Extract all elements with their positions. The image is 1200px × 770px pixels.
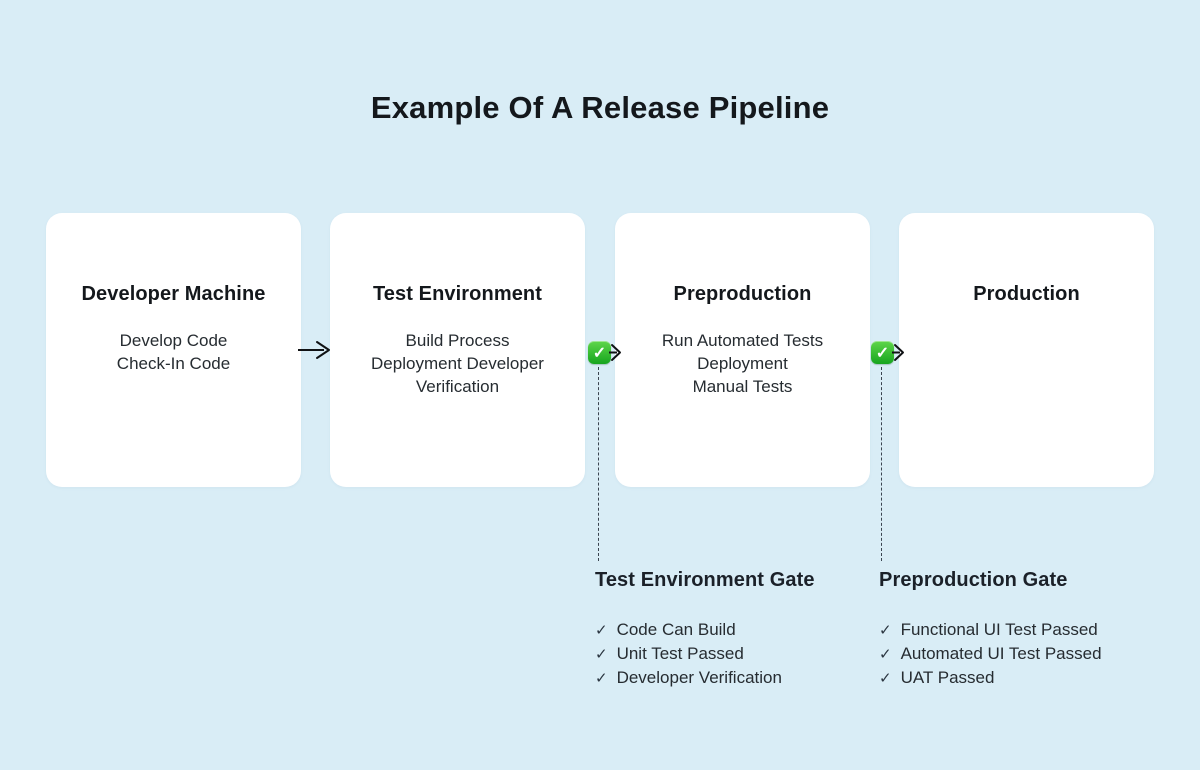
arrow-right-icon [892, 344, 904, 361]
gate-passed-badge-icon: ✓ [871, 341, 894, 364]
stage-card-production: Production [899, 213, 1154, 487]
stage-task: Deployment Developer [371, 354, 544, 373]
stage-task: Verification [415, 377, 500, 396]
gate-checklist-item: ✓ Unit Test Passed [595, 642, 815, 666]
checkmark-icon: ✓ [879, 622, 892, 639]
gate-item-label: Automated UI Test Passed [900, 644, 1102, 663]
arrow-right-icon [609, 344, 621, 361]
gate-checklist-item: ✓ Automated UI Test Passed [879, 642, 1102, 666]
gate-passed-badge-icon: ✓ [588, 341, 611, 364]
stage-task: Build Process [405, 331, 510, 350]
gate-title: Test Environment Gate [595, 569, 815, 591]
stage-task: Develop Code [119, 331, 228, 350]
gate-section-test-environment: Test Environment Gate ✓ Code Can Build ✓… [595, 568, 815, 690]
gate-connector-line [881, 367, 882, 561]
stage-task: Manual Tests [692, 377, 793, 396]
checkmark-icon: ✓ [595, 646, 608, 663]
checkmark-icon: ✓ [595, 622, 608, 639]
gate-checklist-item: ✓ Developer Verification [595, 666, 815, 690]
arrow-right-icon [298, 341, 330, 359]
checkmark-icon: ✓ [879, 670, 892, 687]
stage-task: Run Automated Tests [661, 331, 824, 350]
badge-check-glyph: ✓ [592, 344, 607, 362]
stage-title: Test Environment [372, 283, 543, 305]
gate-item-label: Functional UI Test Passed [900, 620, 1098, 639]
gate-item-label: UAT Passed [900, 668, 995, 687]
gate-checklist-item: ✓ Functional UI Test Passed [879, 618, 1102, 642]
badge-check-glyph: ✓ [875, 344, 890, 362]
page-title: Example Of A Release Pipeline [370, 90, 830, 125]
checkmark-icon: ✓ [879, 646, 892, 663]
stage-task: Deployment [697, 354, 788, 373]
gate-item-label: Code Can Build [616, 620, 736, 639]
gate-checklist-item: ✓ UAT Passed [879, 666, 1102, 690]
stage-title: Preproduction [673, 283, 812, 305]
gate-checklist: ✓ Code Can Build ✓ Unit Test Passed ✓ De… [595, 618, 815, 690]
checkmark-icon: ✓ [595, 670, 608, 687]
gate-checklist: ✓ Functional UI Test Passed ✓ Automated … [879, 618, 1102, 690]
gate-section-preproduction: Preproduction Gate ✓ Functional UI Test … [879, 568, 1102, 690]
gate-checklist-item: ✓ Code Can Build [595, 618, 815, 642]
gate-connector-line [598, 367, 599, 561]
stage-title: Production [973, 283, 1080, 305]
stage-title: Developer Machine [81, 283, 266, 305]
stage-task: Check-In Code [116, 354, 231, 373]
gate-item-label: Developer Verification [616, 668, 782, 687]
gate-title: Preproduction Gate [879, 569, 1068, 591]
gate-item-label: Unit Test Passed [616, 644, 744, 663]
